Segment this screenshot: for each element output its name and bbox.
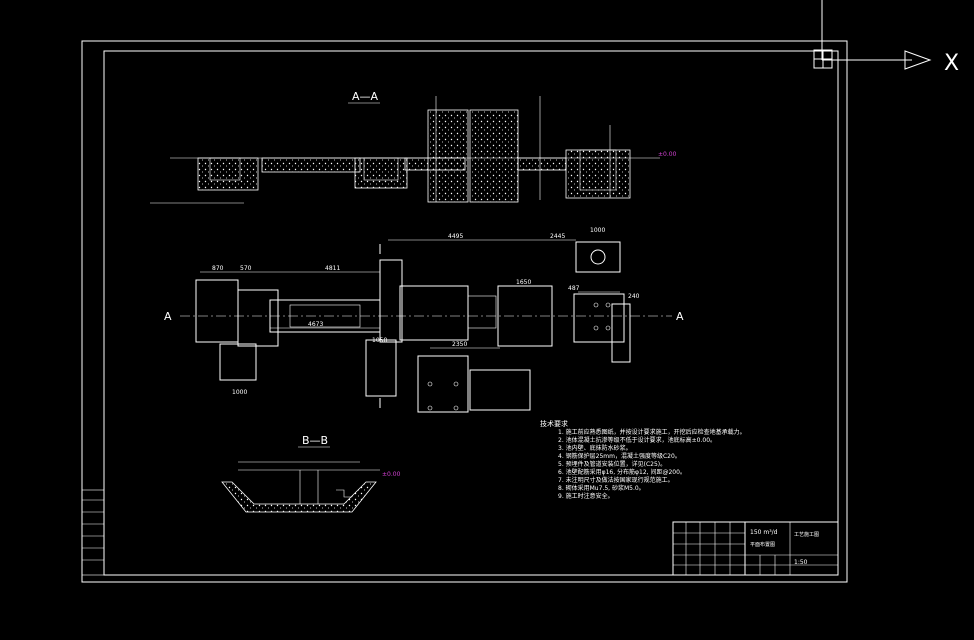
title-project: 150 m³/d [750, 529, 778, 536]
section-bb-title: B—B [302, 434, 328, 447]
title-drawing-name: 平面布置图 [750, 541, 775, 548]
outer-border [81, 40, 848, 583]
dim-1650: 1650 [516, 279, 531, 286]
dim-2350: 2350 [452, 341, 467, 348]
section-aa-title: A—A [352, 90, 379, 103]
note-3: 3. 池内壁、底抹防水砂浆。 [558, 444, 632, 452]
notes-heading: 技术要求 [540, 419, 568, 428]
plan-dimension-lines [200, 239, 620, 349]
dim-870: 870 [212, 265, 224, 272]
dim-4673: 4673 [308, 321, 323, 328]
elevation-tag-bb: ±0.00 [382, 471, 401, 478]
note-7: 7. 未注明尺寸及做法按国家现行规范施工。 [558, 476, 674, 484]
title-block [672, 521, 839, 576]
section-marker-left: A [164, 310, 172, 323]
section-marker-right: A [676, 310, 684, 323]
note-6: 6. 池壁配筋采用φ16, 分布筋φ12, 间距@200。 [558, 468, 686, 476]
dim-1000-bottom: 1000 [232, 389, 247, 396]
note-9: 9. 施工时注意安全。 [558, 492, 614, 500]
dim-1000: 1000 [590, 227, 605, 234]
inner-border [103, 50, 839, 576]
dim-2445: 2445 [550, 233, 565, 240]
note-2: 2. 池体混凝土抗渗等级不低于设计要求，池底标高±0.00。 [558, 436, 716, 444]
note-8: 8. 砌体采用Mu7.5, 砂浆M5.0。 [558, 484, 645, 492]
plan-view [180, 241, 672, 413]
dim-240: 240 [628, 293, 640, 300]
dim-487: 487 [568, 285, 580, 292]
elevation-tag-aa: ±0.00 [658, 151, 677, 158]
section-bb-profile [221, 461, 380, 513]
note-5: 5. 预埋件及管道安装位置，详见(C25)。 [558, 460, 666, 468]
ucs-x-label: X [944, 51, 959, 76]
title-sheet-code: 工艺施工图 [794, 531, 819, 538]
dim-4811: 4811 [325, 265, 340, 272]
ucs-icon [813, 0, 932, 70]
dim-4495: 4495 [448, 233, 463, 240]
note-1: 1. 施工前应熟悉图纸，并按设计要求施工，开挖后应检查地基承载力。 [558, 428, 746, 436]
left-revision-strip [81, 489, 105, 576]
section-aa-profile [150, 96, 660, 204]
title-scale: 1:50 [794, 559, 808, 566]
note-4: 4. 钢筋保护层25mm，混凝土强度等级C20。 [558, 452, 681, 460]
dim-570: 570 [240, 265, 252, 272]
